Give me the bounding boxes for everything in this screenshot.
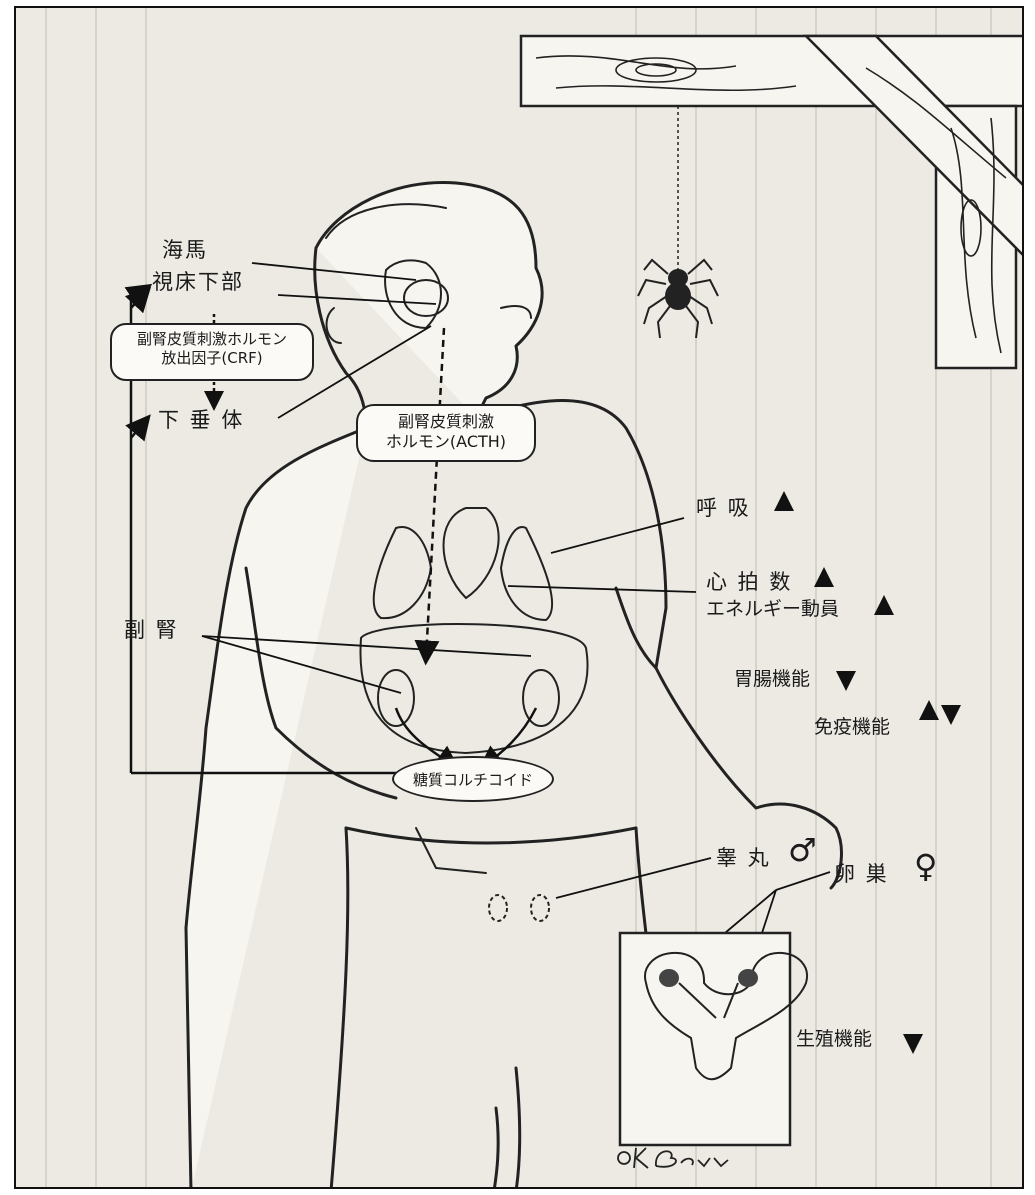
label-respiration: 呼 吸 [696,498,751,519]
label-adrenal: 副 腎 [124,620,179,641]
crf-line2: 放出因子(CRF) [112,349,312,368]
effect-arrows [784,496,951,1049]
testes-outline [489,895,549,921]
label-reproduction: 生殖機能 [796,1030,872,1049]
crf-box: 副腎皮質刺激ホルモン 放出因子(CRF) [110,323,314,381]
illustration-frame: 海馬 視床下部 副腎皮質刺激ホルモン 放出因子(CRF) 下 垂 体 副腎皮質刺… [14,6,1024,1189]
label-hippocampus: 海馬 [162,240,208,261]
label-testes: 睾 丸 [716,848,771,869]
glucocorticoid-label: 糖質コルチコイド [394,771,552,790]
label-heart-rate: 心 拍 数 [706,572,792,593]
female-symbol-icon: ♀ [914,850,937,882]
label-hypothalamus: 視床下部 [152,272,244,293]
crf-line1: 副腎皮質刺激ホルモン [112,330,312,349]
stress-response-illustration [16,8,1024,1189]
label-pituitary: 下 垂 体 [158,410,244,431]
spider-icon [638,106,718,338]
artist-signature [618,1148,728,1168]
label-gut: 胃腸機能 [734,670,810,689]
acth-line1: 副腎皮質刺激 [358,412,534,432]
ovary-inset [620,933,807,1145]
label-energy: エネルギー動員 [706,600,839,619]
label-ovaries: 卵 巣 [834,864,889,885]
acth-line2: ホルモン(ACTH) [358,432,534,452]
male-symbol-icon: ♂ [788,834,817,866]
acth-box: 副腎皮質刺激 ホルモン(ACTH) [356,404,536,462]
wooden-beams [521,36,1024,368]
glucocorticoid-oval: 糖質コルチコイド [392,756,554,802]
label-immune: 免疫機能 [814,718,890,737]
